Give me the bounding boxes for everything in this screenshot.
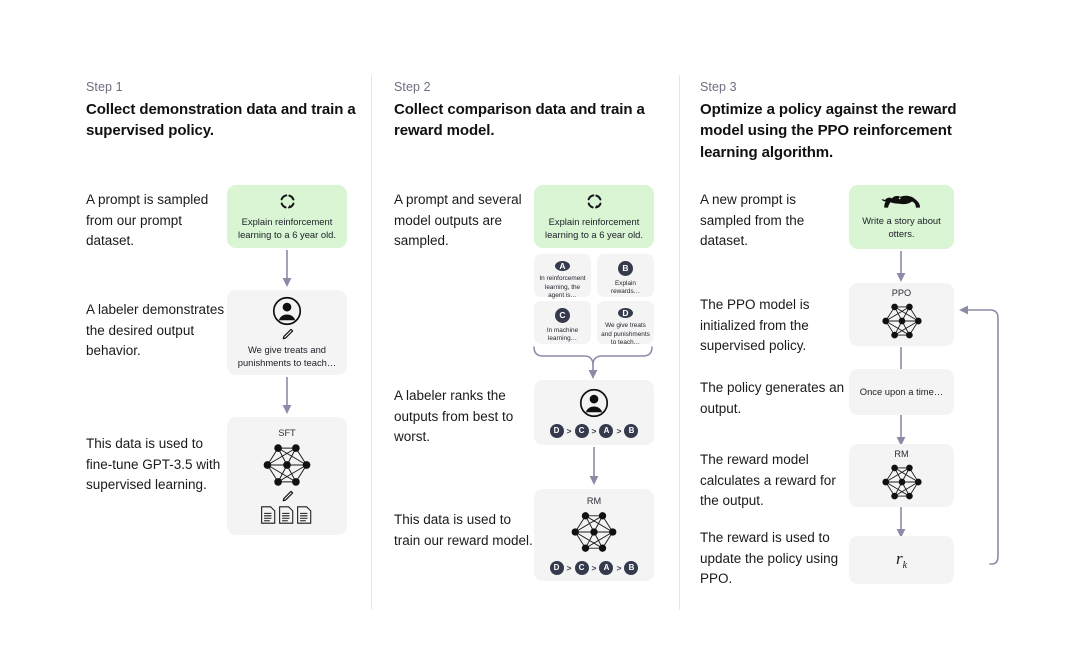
cycle-icon [585, 192, 604, 211]
step-3-ppo-title: PPO [891, 288, 912, 298]
step-2-merge-connector [533, 346, 653, 379]
step-1-desc-3: This data is used to fine-tune GPT-3.5 w… [86, 436, 221, 493]
person-icon [579, 388, 609, 418]
step-2-desc-3: This data is used to train our reward mo… [394, 512, 533, 548]
step-2-prompt-card[interactable]: Explain reinforcement learning to a 6 ye… [534, 185, 654, 248]
step-1-arrow-1 [282, 250, 292, 287]
step-2-arrow-1 [589, 447, 599, 485]
step-3-rm-title: RM [894, 449, 909, 459]
step-1-sft-card[interactable]: SFT [227, 417, 347, 535]
cycle-icon [278, 192, 297, 211]
step-3-desc-4: The reward model calculates a reward for… [700, 452, 836, 509]
step-1-labeler-text: We give treats and punishments to teach… [237, 343, 337, 368]
rm-rank-badge-2: C [574, 560, 589, 575]
rm-rank-badge-3: A [599, 560, 614, 575]
option-card-b[interactable]: B Explain rewards… [597, 254, 654, 297]
step-3-desc-5: The reward is used to update the policy … [700, 530, 839, 587]
rank-badge-4: B [624, 423, 639, 438]
step-1-prompt-text: Explain reinforcement learning to a 6 ye… [238, 215, 336, 240]
otter-icon [880, 193, 924, 210]
step-3-arrow-3 [896, 415, 906, 446]
step-2-rm-rank-row: D > C > A > B [549, 560, 639, 575]
rank-badge-2: C [574, 423, 589, 438]
option-text-c: In machine learning… [546, 326, 579, 343]
option-card-c[interactable]: C In machine learning… [534, 301, 591, 344]
option-badge-c: C [555, 308, 570, 323]
step-3-reward-card[interactable]: rk [849, 536, 954, 584]
step-3-desc-3: The policy generates an output. [700, 380, 845, 416]
documents-icon [260, 505, 314, 525]
pencil-icon [281, 328, 294, 341]
step-3-output-card[interactable]: Once upon a time… [849, 369, 954, 415]
rm-rank-badge-1: D [549, 560, 564, 575]
reward-r: r [895, 548, 903, 568]
step-2-rm-card[interactable]: RM [534, 489, 654, 581]
step-1-label: Step 1 [86, 80, 123, 94]
option-card-a[interactable]: A In reinforcement learning, the agent i… [534, 254, 591, 299]
rm-rank-sep-3: > [616, 562, 622, 573]
step-3-prompt-text: Write a story about otters. [862, 215, 941, 239]
rank-sep-3: > [616, 425, 622, 436]
neural-net-icon [568, 509, 620, 555]
option-badge-d: D [618, 308, 633, 318]
rm-rank-badge-4: B [624, 560, 639, 575]
step-3-desc-2: The PPO model is initialized from the su… [700, 297, 810, 354]
step-1-desc-1: A prompt is sampled from our prompt data… [86, 192, 209, 249]
step-1-prompt-card[interactable]: Explain reinforcement learning to a 6 ye… [227, 185, 347, 248]
pencil-icon [281, 490, 294, 503]
option-badge-a: A [555, 261, 570, 271]
step-1-labeler-card[interactable]: We give treats and punishments to teach… [227, 290, 347, 375]
step-3-title: Optimize a policy against the reward mod… [700, 101, 957, 161]
neural-net-icon [879, 301, 925, 341]
neural-net-icon [260, 441, 314, 489]
step-1-title: Collect demonstration data and train a s… [86, 101, 356, 140]
step-3-label: Step 3 [700, 80, 737, 94]
rank-badge-3: A [599, 423, 614, 438]
step-3-arrow-1 [896, 251, 906, 282]
rank-sep-2: > [591, 425, 597, 436]
rm-rank-sep-1: > [566, 562, 572, 573]
step-2-desc-1: A prompt and several model outputs are s… [394, 192, 522, 249]
option-card-d[interactable]: D We give treats and punishments to teac… [597, 301, 654, 346]
column-divider-2 [679, 75, 680, 610]
step-3-ppo-card[interactable]: PPO [849, 283, 954, 346]
step-2-prompt-text: Explain reinforcement learning to a 6 ye… [545, 215, 643, 240]
step-2-desc-2: A labeler ranks the outputs from best to… [394, 388, 514, 445]
step-2-rm-title: RM [586, 495, 602, 506]
step-3-prompt-card[interactable]: Write a story about otters. [849, 185, 954, 249]
step-2-title: Collect comparison data and train a rewa… [394, 101, 645, 140]
step-1-column: Step 1 Collect demonstration data and tr… [86, 0, 361, 664]
neural-net-icon [879, 462, 925, 502]
step-3-desc-1: A new prompt is sampled from the dataset… [700, 192, 805, 249]
reward-k: k [902, 560, 908, 572]
step-3-output-text: Once upon a time… [859, 385, 944, 397]
rm-rank-sep-2: > [591, 562, 597, 573]
step-2-label: Step 2 [394, 80, 431, 94]
step-3-feedback-loop-arrow [959, 305, 999, 565]
rank-badge-1: D [549, 423, 564, 438]
step-3-arrow-4 [896, 507, 906, 538]
option-badge-b: B [618, 261, 633, 276]
option-text-d: We give treats and punishments to teach… [601, 322, 650, 347]
rank-sep-1: > [566, 425, 572, 436]
step-2-column: Step 2 Collect comparison data and train… [394, 0, 669, 664]
step-1-sft-title: SFT [278, 427, 296, 438]
step-3-column: Step 3 Optimize a policy against the rew… [700, 0, 999, 664]
step-3-rm-card[interactable]: RM [849, 444, 954, 507]
column-divider-1 [371, 75, 372, 610]
step-2-rank-row: D > C > A > B [549, 423, 639, 438]
option-text-b: Explain rewards… [610, 279, 641, 296]
step-1-arrow-2 [282, 377, 292, 414]
option-text-a: In reinforcement learning, the agent is… [539, 275, 586, 300]
person-icon [272, 296, 302, 326]
step-2-rank-card[interactable]: D > C > A > B [534, 380, 654, 445]
step-3-reward-symbol: rk [896, 549, 907, 571]
step-1-desc-2: A labeler demonstrates the desired outpu… [86, 302, 225, 359]
